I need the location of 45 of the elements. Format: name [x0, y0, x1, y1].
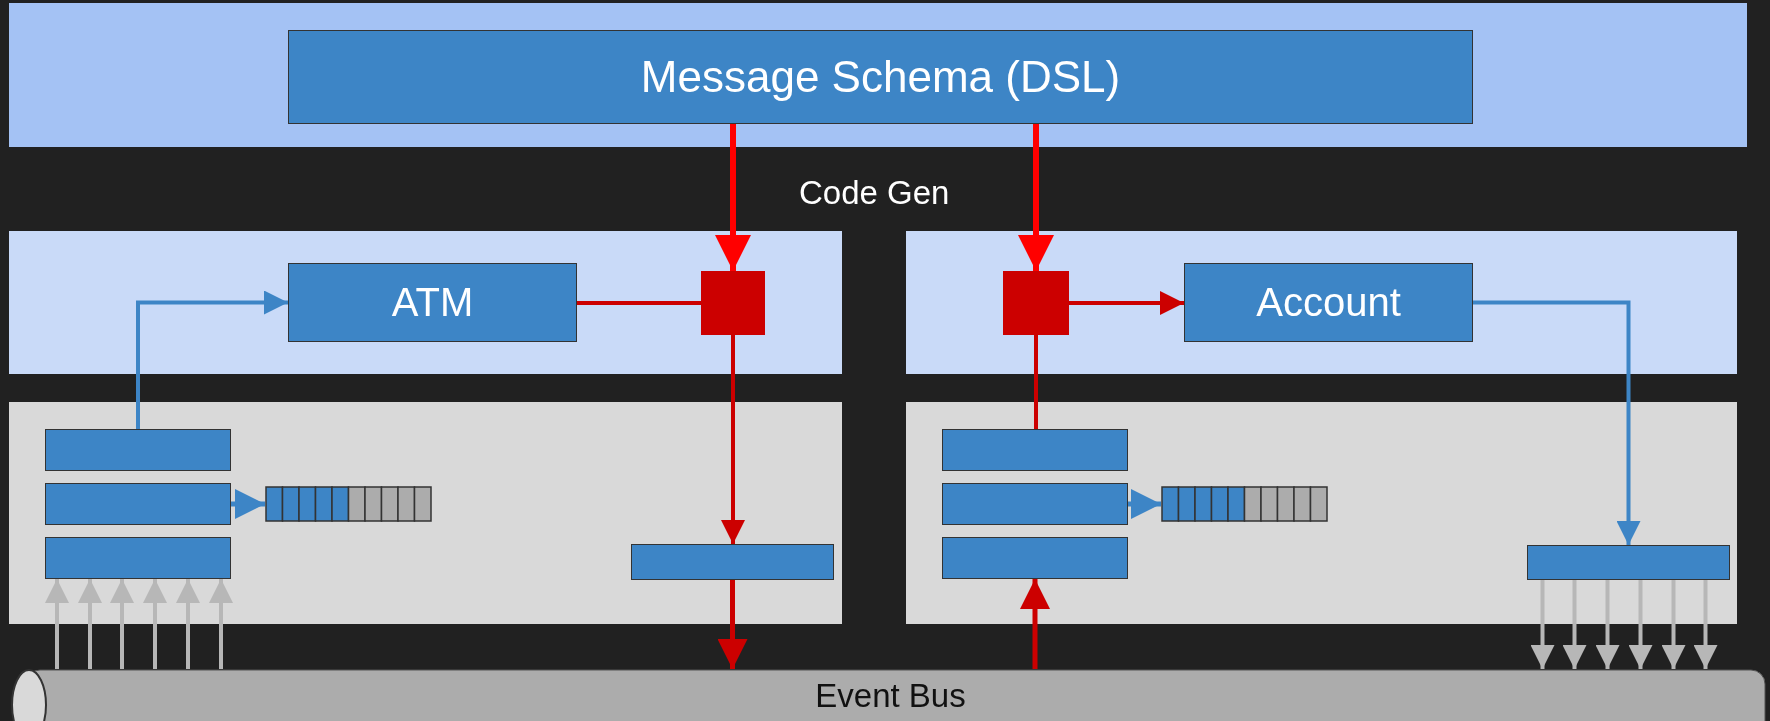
arrow — [1562, 580, 1587, 669]
process-box: ATM — [288, 263, 577, 342]
arrow — [1128, 489, 1161, 519]
arrow — [1661, 580, 1686, 669]
arrow — [1693, 580, 1718, 669]
infrastructure-panel — [9, 402, 842, 624]
layer-band — [9, 3, 1747, 147]
arrow — [1595, 580, 1620, 669]
arrow — [1069, 291, 1184, 315]
arrow — [78, 579, 102, 669]
handler-bar — [45, 483, 231, 525]
message-queue-drawing — [1161, 486, 1328, 522]
connector-square — [1003, 271, 1069, 335]
connector-square — [701, 271, 765, 335]
annotation-text: Code Gen — [799, 174, 950, 212]
process-box: Message Schema (DSL) — [288, 30, 1473, 124]
arrow — [721, 335, 745, 544]
handler-bar — [942, 483, 1128, 525]
handler-bar — [45, 537, 231, 579]
service-band — [9, 231, 842, 374]
arrow — [110, 579, 134, 669]
handler-bar — [942, 537, 1128, 579]
arrow — [143, 579, 167, 669]
infrastructure-panel — [906, 402, 1737, 624]
publisher-bar — [631, 544, 834, 580]
arrow — [1018, 124, 1054, 271]
arrow — [1530, 580, 1555, 669]
handler-bar — [942, 429, 1128, 471]
arrow — [231, 489, 265, 519]
handler-bar — [45, 429, 231, 471]
arrow — [45, 579, 69, 669]
arrow — [1628, 580, 1653, 669]
connector-line — [1034, 335, 1038, 429]
arrow — [715, 124, 751, 271]
arrow — [1020, 579, 1050, 669]
arrow — [209, 579, 233, 669]
process-box: Account — [1184, 263, 1473, 342]
publisher-bar — [1527, 545, 1730, 580]
connector-line — [577, 301, 701, 305]
arrow — [176, 579, 200, 669]
service-band — [906, 231, 1737, 374]
arrow — [136, 290, 288, 429]
arrow — [1473, 300, 1641, 545]
message-queue-drawing — [265, 486, 432, 522]
arrow — [717, 580, 748, 669]
